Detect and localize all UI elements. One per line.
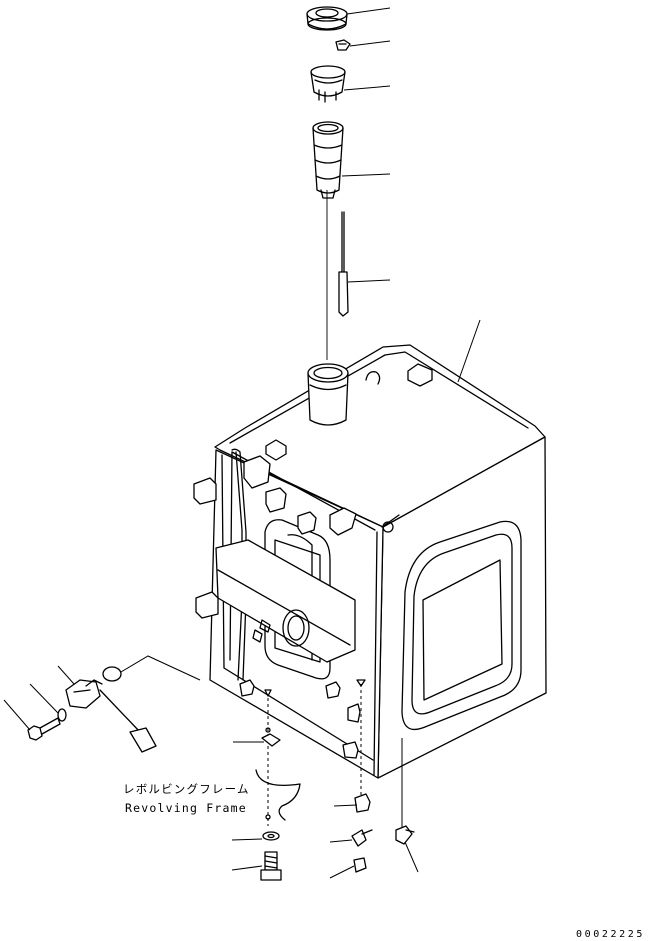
filler-cap bbox=[306, 6, 348, 31]
leader-washer bbox=[29, 683, 59, 714]
drawing-number: 00022225 bbox=[576, 929, 645, 940]
revolving-frame-label-jp: レボルビングフレーム bbox=[123, 782, 250, 796]
leader-drain-plug bbox=[329, 865, 355, 879]
revolving-frame-break-line bbox=[255, 769, 301, 821]
leader-hose-fitting bbox=[329, 839, 353, 843]
hose-fitting bbox=[351, 829, 373, 847]
leader-filler-cap bbox=[346, 7, 391, 15]
revolving-frame-label-en: Revolving Frame bbox=[125, 801, 247, 815]
leader-bolt bbox=[3, 699, 31, 731]
leader-level-gauge bbox=[347, 279, 391, 283]
leader-bracket-fitting bbox=[333, 804, 358, 807]
drain-plug bbox=[353, 857, 367, 873]
mounting-washer bbox=[262, 831, 280, 841]
bracket-fitting bbox=[354, 793, 371, 813]
drain-cock bbox=[395, 825, 415, 845]
leader-tank bbox=[457, 319, 481, 383]
cap-holder bbox=[310, 65, 346, 103]
leader-cap-clip bbox=[349, 40, 391, 47]
leader-drain-cock bbox=[404, 841, 419, 873]
tank-bolt bbox=[260, 851, 282, 881]
leader-sender-unit bbox=[57, 665, 75, 685]
spring-washer bbox=[57, 708, 67, 722]
leader-tank-bolt bbox=[231, 865, 263, 871]
strainer bbox=[312, 121, 344, 199]
tank bbox=[193, 344, 547, 779]
leader-cap-holder bbox=[343, 85, 391, 91]
sender-float bbox=[102, 666, 157, 753]
sender-unit bbox=[65, 679, 141, 733]
mounting-bolt bbox=[27, 717, 61, 741]
tank-mount-clip bbox=[261, 733, 281, 747]
filler-neck bbox=[307, 363, 349, 426]
cap-clip bbox=[335, 39, 351, 51]
leader-sender-connector bbox=[120, 655, 201, 681]
level-gauge bbox=[338, 211, 349, 317]
leader-strainer bbox=[341, 173, 391, 177]
leader-mounting-washer bbox=[231, 838, 263, 841]
